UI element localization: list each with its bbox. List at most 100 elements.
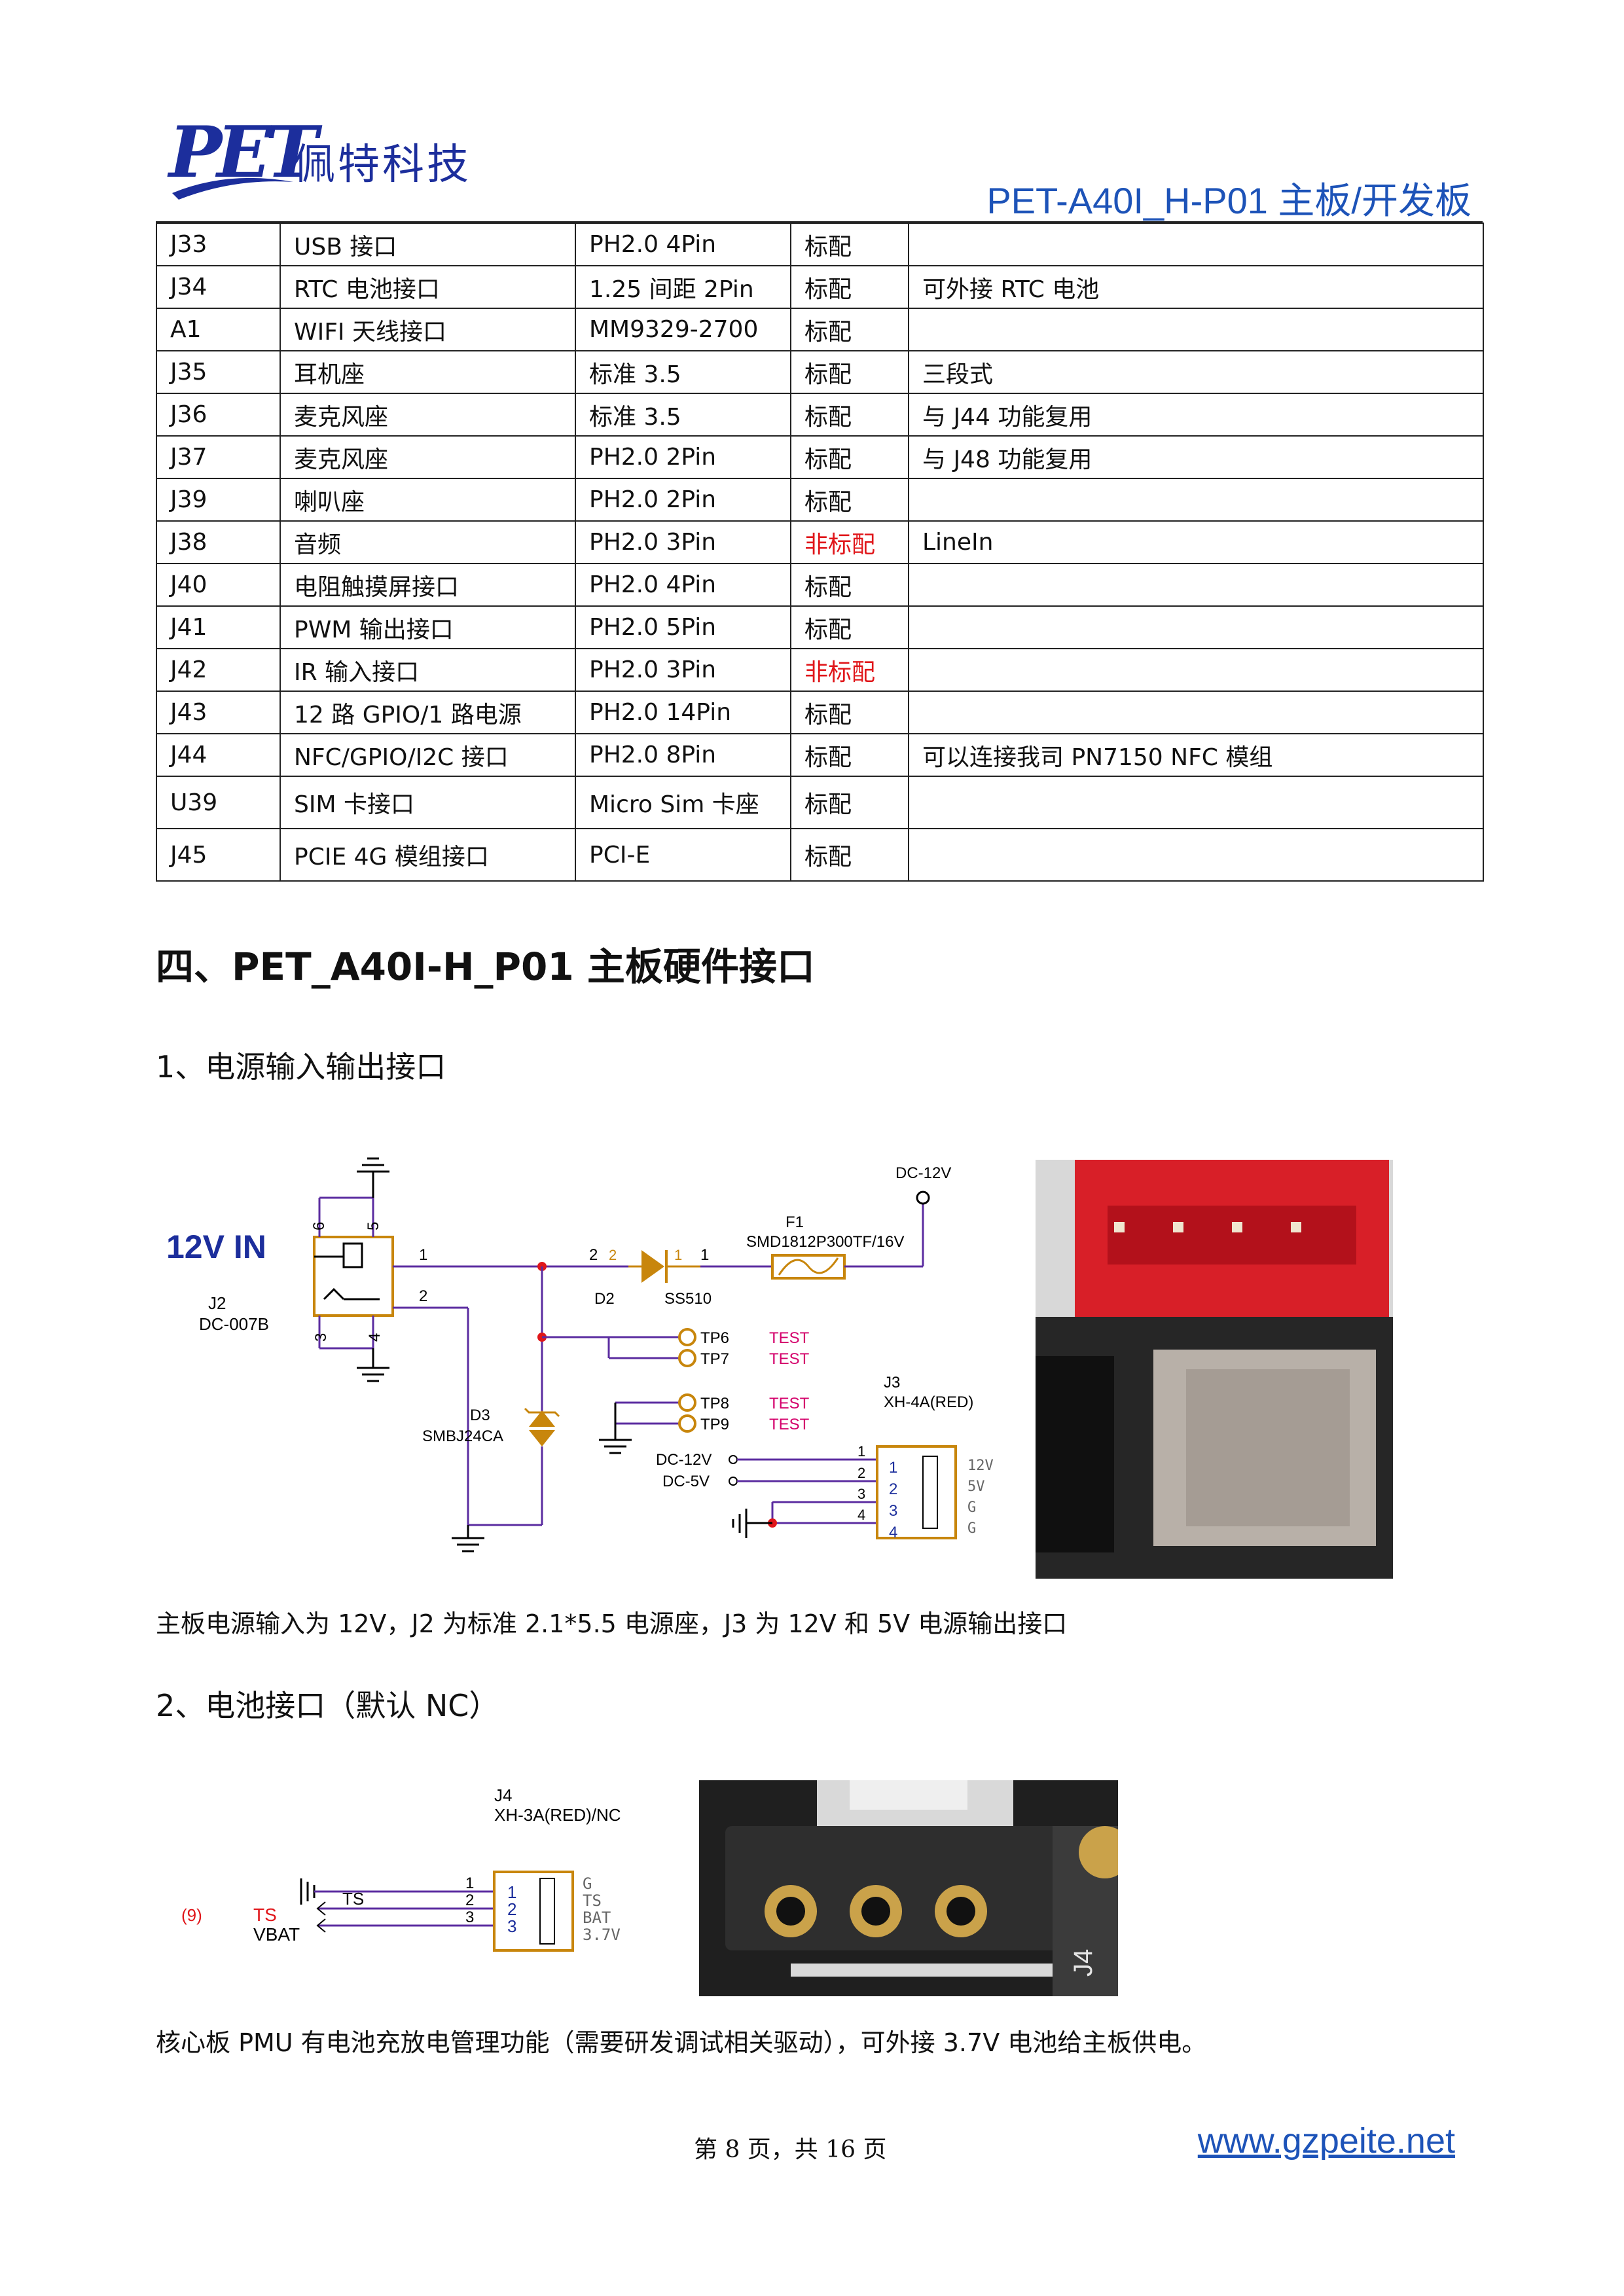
d2-part: SS510 [664, 1290, 712, 1308]
cell-config: 标配 [790, 265, 909, 309]
cell-name: RTC 电池接口 [280, 265, 576, 309]
tp9-pad [678, 1414, 696, 1433]
cell-spec: 标准 3.5 [575, 393, 791, 437]
company-logo: PET 佩特科技 [169, 111, 496, 216]
cell-spec: PH2.0 2Pin [575, 478, 791, 522]
d2-pin2-label: 2 [589, 1246, 598, 1264]
j2-pin5-label: 5 [365, 1222, 382, 1230]
j3-part: XH-4A(RED) [884, 1393, 973, 1411]
cell-note: 与 J44 功能复用 [908, 393, 1484, 437]
cell-config: 标配 [790, 223, 909, 266]
j3-num2: 2 [889, 1480, 897, 1498]
tp7-pad [678, 1349, 696, 1367]
cell-name: 喇叭座 [280, 478, 576, 522]
cell-note: 三段式 [908, 350, 1484, 394]
cell-config: 标配 [790, 776, 909, 829]
tp6-test: TEST [769, 1329, 810, 1347]
tp6-pad [678, 1328, 696, 1346]
cell-note [908, 308, 1484, 351]
tp7-label: TP7 [700, 1350, 729, 1368]
cell-id: J44 [156, 733, 281, 777]
j4-part: XH-3A(RED)/NC [494, 1805, 621, 1825]
cell-name: 电阻触摸屏接口 [280, 563, 576, 607]
j4-num3: 3 [507, 1916, 516, 1936]
cell-spec: PH2.0 5Pin [575, 605, 791, 649]
cell-id: J36 [156, 393, 281, 437]
battery-description: 核心板 PMU 有电池充放电管理功能（需要研发调试相关驱动），可外接 3.7V … [156, 2028, 1207, 2057]
j4-label-37v: 3.7V [583, 1926, 621, 1944]
f1-part: SMD1812P300TF/16V [746, 1233, 904, 1251]
cell-spec: Micro Sim 卡座 [575, 776, 791, 829]
cell-spec: PH2.0 3Pin [575, 648, 791, 692]
cell-note [908, 478, 1484, 522]
j4-pin2-label: 2 [465, 1892, 474, 1909]
cell-note [908, 648, 1484, 692]
dc12v-port-top [916, 1191, 930, 1205]
cell-id: J33 [156, 223, 281, 266]
j3-pin2-label: 2 [857, 1465, 865, 1481]
cell-id: J45 [156, 828, 281, 882]
d2-pin1-label: 1 [700, 1246, 709, 1264]
vbat-label: VBAT [253, 1924, 300, 1945]
cell-config: 标配 [790, 478, 909, 522]
tp8-pad [678, 1393, 696, 1412]
website-link[interactable]: www.gzpeite.net [1197, 2121, 1455, 2161]
company-name: 佩特科技 [293, 141, 471, 189]
cell-name: SIM 卡接口 [280, 776, 576, 829]
ts-label: TS [253, 1905, 277, 1925]
cell-config: 标配 [790, 691, 909, 734]
cell-note [908, 828, 1484, 882]
cell-spec: PH2.0 2Pin [575, 435, 791, 479]
net-ts: TS [342, 1889, 364, 1909]
j2-pin3-label: 3 [312, 1333, 330, 1342]
section-heading: 四、PET_A40I-H_P01 主板硬件接口 [156, 944, 815, 989]
subsection-battery-heading: 2、电池接口（默认 NC） [156, 1688, 499, 1723]
cell-name: PCIE 4G 模组接口 [280, 828, 576, 882]
subsection-power-heading: 1、电源输入输出接口 [156, 1049, 446, 1085]
j3-pin3-label: 3 [857, 1486, 865, 1502]
cell-config: 标配 [790, 435, 909, 479]
cell-note [908, 223, 1484, 266]
j4-pin3-label: 3 [465, 1909, 474, 1926]
cell-note: LineIn [908, 520, 1484, 564]
j2-body [313, 1236, 394, 1317]
d2-ref: D2 [594, 1290, 615, 1308]
cell-config: 标配 [790, 350, 909, 394]
document-title: PET-A40I_H-P01 主板/开发板 [986, 180, 1471, 221]
sheet-ref: (9) [181, 1905, 202, 1925]
j4-label-ts: TS [583, 1892, 602, 1910]
tp8-test: TEST [769, 1395, 810, 1412]
cell-config: 标配 [790, 605, 909, 649]
cell-id: J34 [156, 265, 281, 309]
d3-ref: D3 [470, 1407, 490, 1424]
cell-config: 非标配 [790, 520, 909, 564]
j2-pin1-label: 1 [419, 1246, 427, 1264]
tp6-label: TP6 [700, 1329, 729, 1347]
cell-name: 麦克风座 [280, 435, 576, 479]
j2-pin2-label: 2 [419, 1287, 427, 1305]
cell-name: NFC/GPIO/I2C 接口 [280, 733, 576, 777]
power-connector-photo [1036, 1160, 1393, 1579]
net-dc12v: DC-12V [656, 1451, 712, 1469]
j3-label-5v: 5V [967, 1479, 985, 1495]
cell-name: 耳机座 [280, 350, 576, 394]
cell-spec: 标准 3.5 [575, 350, 791, 394]
cell-config: 标配 [790, 308, 909, 351]
dc12v-net-top: DC-12V [895, 1164, 951, 1182]
power-schematic: 12V IN J2 DC-007B 6 5 3 4 1 2 2 2 1 1 D2… [166, 1157, 994, 1552]
logo-swoosh-icon [172, 177, 293, 200]
j3-label-g1: G [967, 1499, 976, 1516]
cell-spec: PH2.0 3Pin [575, 520, 791, 564]
cell-id: J39 [156, 478, 281, 522]
j3-label-g2: G [967, 1520, 976, 1537]
j2-ref: J2 [208, 1293, 226, 1313]
cell-id: J38 [156, 520, 281, 564]
